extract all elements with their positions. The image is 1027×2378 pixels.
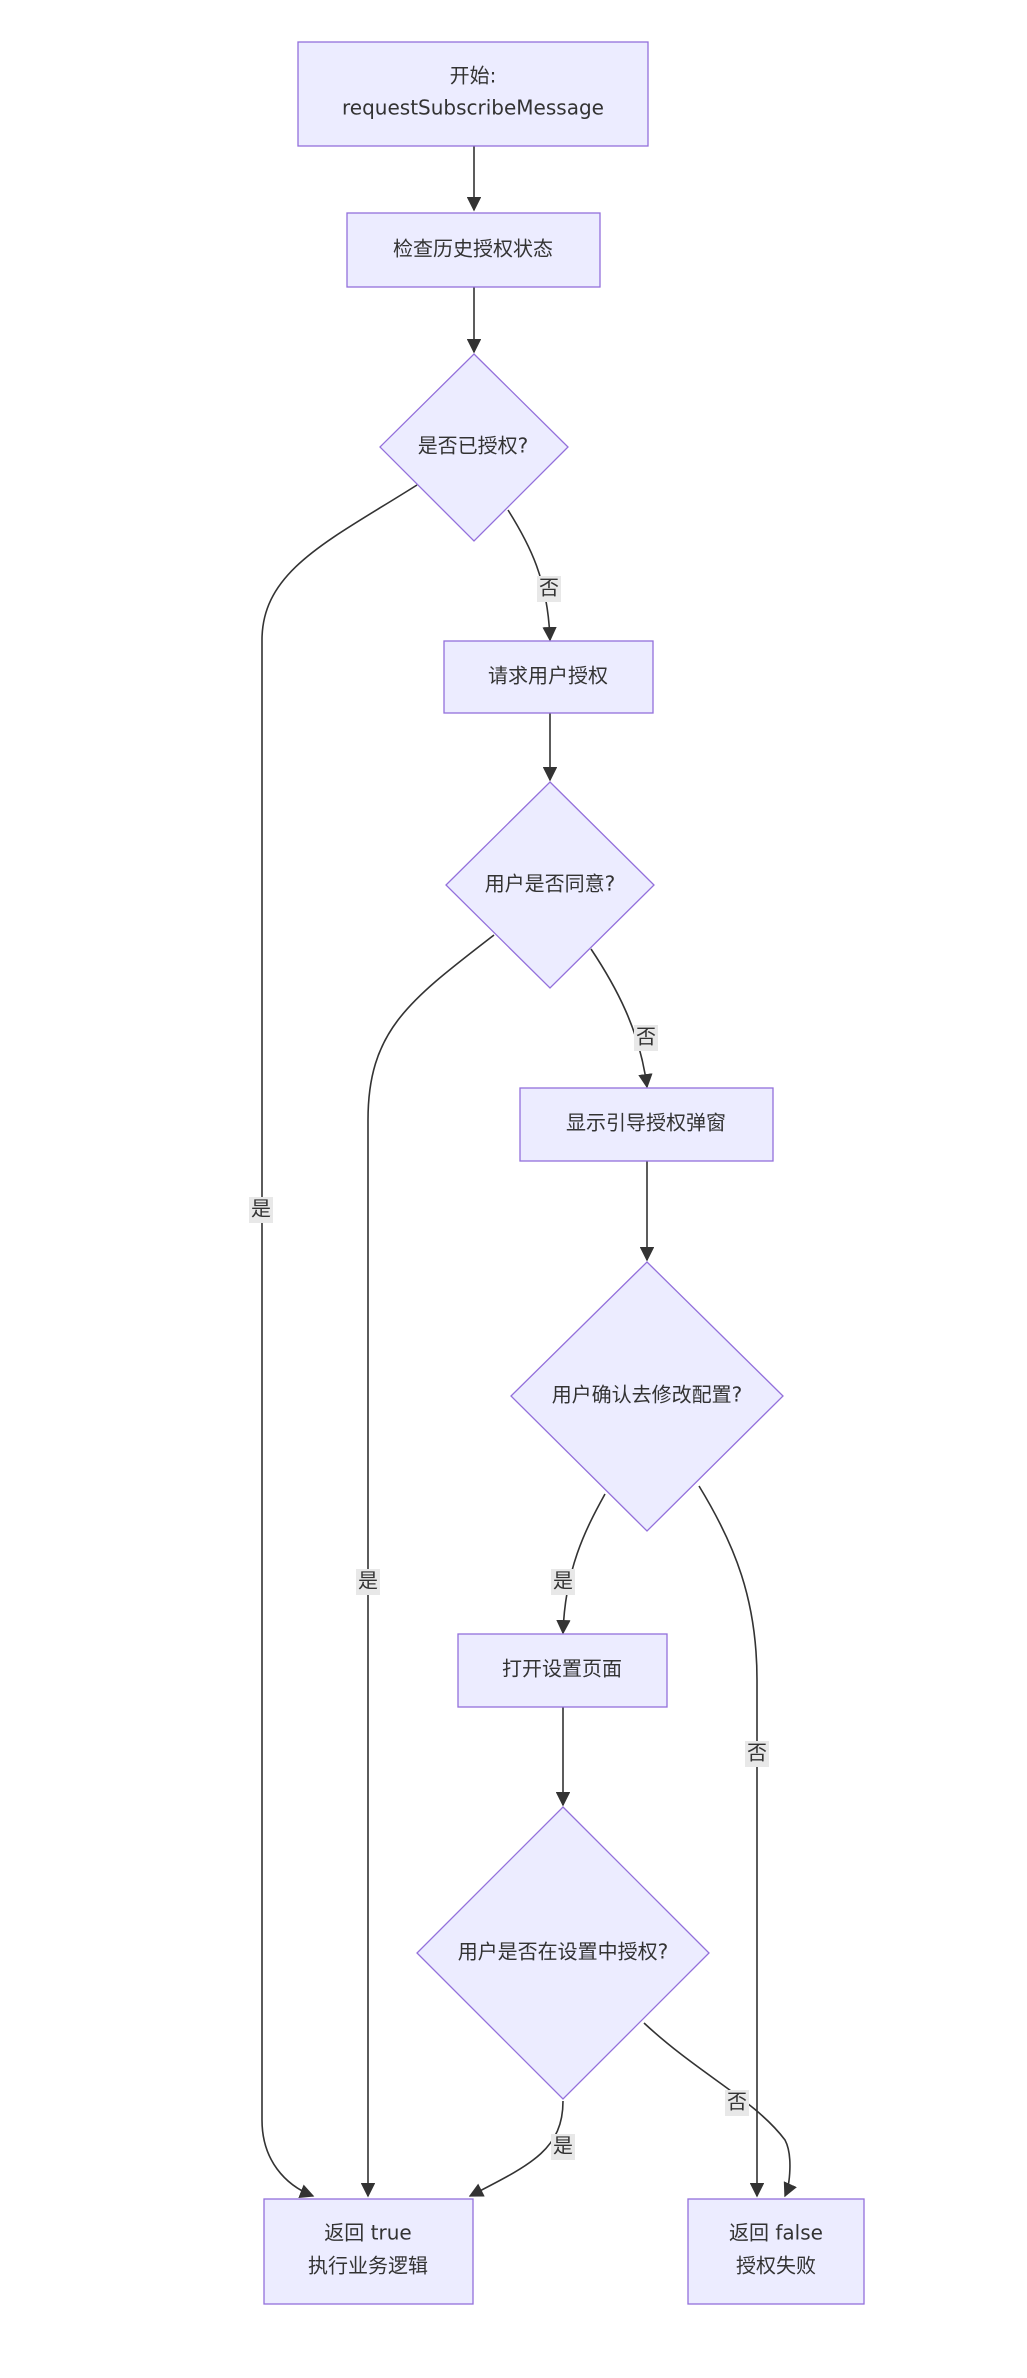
label-yes-authorized: 是 xyxy=(249,1197,273,1223)
svg-text:否: 否 xyxy=(747,1741,767,1765)
label-yes-agree: 是 xyxy=(356,1569,380,1595)
check-history-node: 检查历史授权状态 xyxy=(346,212,601,288)
edge-authsettings-yes-to-true xyxy=(468,2100,564,2197)
return-false-node: 返回 false 授权失败 xyxy=(687,2198,865,2305)
label-no-authorized: 否 xyxy=(537,576,561,602)
edge-authorized-yes-to-true xyxy=(261,484,418,2198)
user-agree-label: 用户是否同意? xyxy=(485,872,616,896)
edge-authorized-no-to-request xyxy=(507,509,557,642)
edges xyxy=(261,146,797,2198)
svg-text:否: 否 xyxy=(636,1025,656,1049)
start-node-line2: requestSubscribeMessage xyxy=(342,96,604,120)
open-settings-node: 打开设置页面 xyxy=(457,1633,668,1708)
edge-confirm-no-to-false xyxy=(698,1485,765,2198)
edge-authsettings-no-to-false xyxy=(643,2022,797,2198)
return-false-line1: 返回 false xyxy=(729,2221,823,2245)
open-settings-label: 打开设置页面 xyxy=(502,1657,622,1681)
svg-text:是: 是 xyxy=(251,1197,271,1221)
show-guide-node: 显示引导授权弹窗 xyxy=(519,1087,774,1162)
svg-text:是: 是 xyxy=(553,2134,573,2158)
edge-confirm-yes-to-settings xyxy=(556,1493,606,1635)
svg-text:是: 是 xyxy=(358,1569,378,1593)
auth-in-settings-decision: 用户是否在设置中授权? xyxy=(416,1806,710,2100)
svg-text:否: 否 xyxy=(539,576,559,600)
user-agree-decision: 用户是否同意? xyxy=(445,781,655,989)
label-no-agree: 否 xyxy=(634,1025,658,1051)
edge-agree-no-to-guide xyxy=(590,948,653,1089)
return-true-line1: 返回 true xyxy=(324,2221,411,2245)
confirm-config-label: 用户确认去修改配置? xyxy=(552,1383,743,1407)
request-auth-node: 请求用户授权 xyxy=(443,640,654,714)
confirm-config-decision: 用户确认去修改配置? xyxy=(510,1261,784,1532)
edge-agree-yes-to-true xyxy=(360,934,495,2198)
return-false-line2: 授权失败 xyxy=(736,2254,816,2278)
is-authorized-decision: 是否已授权? xyxy=(379,353,569,542)
auth-in-settings-label: 用户是否在设置中授权? xyxy=(458,1940,669,1964)
return-true-node: 返回 true 执行业务逻辑 xyxy=(263,2198,474,2305)
show-guide-label: 显示引导授权弹窗 xyxy=(566,1111,726,1135)
label-no-confirm: 否 xyxy=(745,1741,769,1767)
svg-text:是: 是 xyxy=(553,1569,573,1593)
start-node: 开始: requestSubscribeMessage xyxy=(297,41,649,147)
return-true-line2: 执行业务逻辑 xyxy=(308,2254,428,2278)
label-no-authsettings: 否 xyxy=(725,2090,749,2116)
check-history-label: 检查历史授权状态 xyxy=(393,237,553,261)
label-yes-confirm: 是 xyxy=(551,1569,575,1595)
svg-text:否: 否 xyxy=(727,2090,747,2114)
start-node-line1: 开始: xyxy=(450,64,497,88)
is-authorized-label: 是否已授权? xyxy=(418,434,529,458)
edge-labels: 否 是 否 是 是 否 否 是 xyxy=(249,576,769,2160)
label-yes-authsettings: 是 xyxy=(551,2134,575,2160)
request-auth-label: 请求用户授权 xyxy=(488,664,608,688)
